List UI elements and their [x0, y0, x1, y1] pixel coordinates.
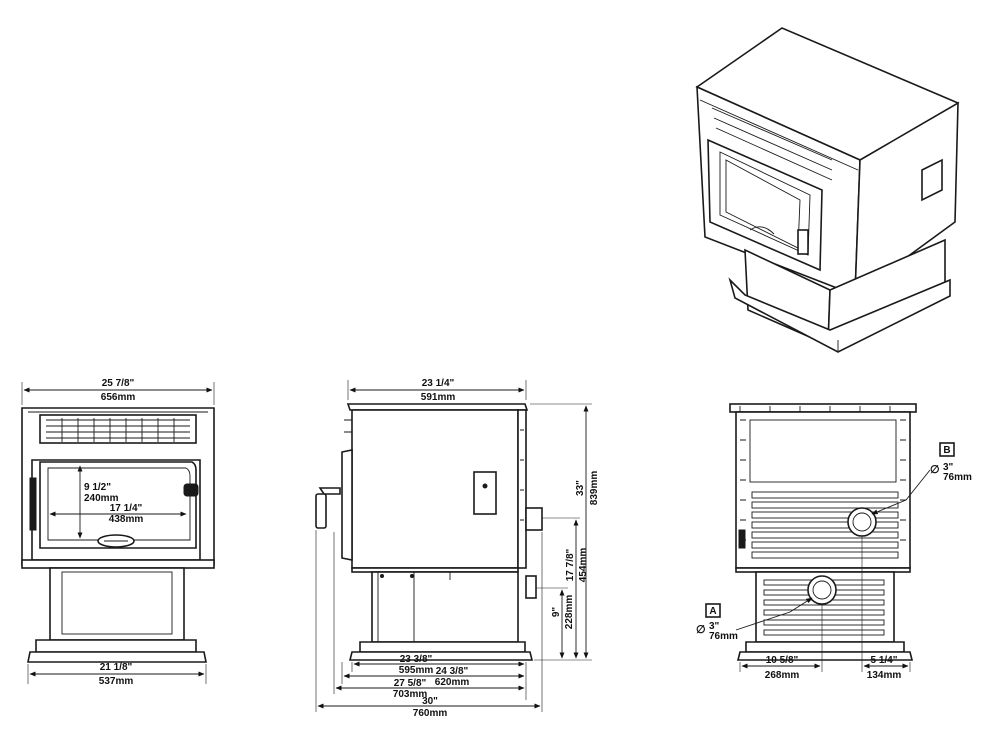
isometric-view: [695, 27, 960, 353]
offset-left-mm: 268mm: [765, 670, 800, 681]
intake-height-mm: 228mm: [564, 595, 575, 630]
side-height-mm: 839mm: [589, 471, 600, 506]
dia-b-in: 3": [943, 462, 954, 473]
side-height-in: 33": [575, 480, 586, 496]
front-width-mm: 656mm: [101, 392, 136, 403]
depth-2-in: 24 3/8": [436, 666, 469, 677]
glass-width-mm: 438mm: [109, 514, 144, 525]
side-depth-in: 23 1/4": [422, 378, 455, 389]
offset-right-mm: 134mm: [867, 670, 902, 681]
side-dimensions: 23 1/4" 591mm 33" 839mm 17 7/8" 454mm 9"…: [315, 378, 600, 719]
glass-height-in: 9 1/2": [84, 482, 111, 493]
dia-a-mm: 76mm: [709, 631, 738, 642]
offset-left-in: 10 5/8": [766, 655, 799, 666]
dia-b-mm: 76mm: [943, 472, 972, 483]
exhaust-height-mm: 454mm: [578, 548, 589, 583]
front-width-in: 25 7/8": [102, 378, 135, 389]
front-dimensions: 25 7/8" 656mm 9 1/2" 240mm 17 1/4" 438mm…: [21, 378, 215, 687]
dia-a-symbol: ∅: [696, 624, 706, 636]
dia-a-in: 3": [709, 621, 720, 632]
dia-b-symbol: ∅: [930, 464, 940, 476]
depth-4-mm: 760mm: [413, 708, 448, 719]
rear-view: [729, 403, 917, 661]
depth-2-mm: 620mm: [435, 677, 470, 688]
offset-right-in: 5 1/4": [871, 655, 898, 666]
depth-3-in: 27 5/8": [394, 678, 427, 689]
callout-a-box: [705, 603, 721, 618]
front-view: [21, 407, 215, 663]
base-width-mm: 537mm: [99, 676, 134, 687]
glass-width-in: 17 1/4": [110, 503, 143, 514]
side-depth-mm: 591mm: [421, 392, 456, 403]
exhaust-height-in: 17 7/8": [565, 548, 576, 581]
side-view: [315, 403, 543, 661]
depth-4-in: 30": [422, 696, 438, 707]
glass-height-mm: 240mm: [84, 493, 119, 504]
rear-dimensions: B ∅ 3" 76mm A ∅ 3" 76mm 10 5/8" 268mm 5 …: [696, 442, 972, 681]
callout-b-box: [939, 442, 955, 457]
callout-a-label: A: [709, 606, 716, 617]
intake-height-in: 9": [551, 607, 562, 618]
depth-3-mm: 703mm: [393, 689, 428, 700]
base-width-in: 21 1/8": [100, 662, 133, 673]
rear-louvers: [751, 491, 899, 559]
callout-b-label: B: [943, 445, 950, 456]
depth-1-in: 23 3/8": [400, 654, 433, 665]
depth-1-mm: 595mm: [399, 665, 434, 676]
